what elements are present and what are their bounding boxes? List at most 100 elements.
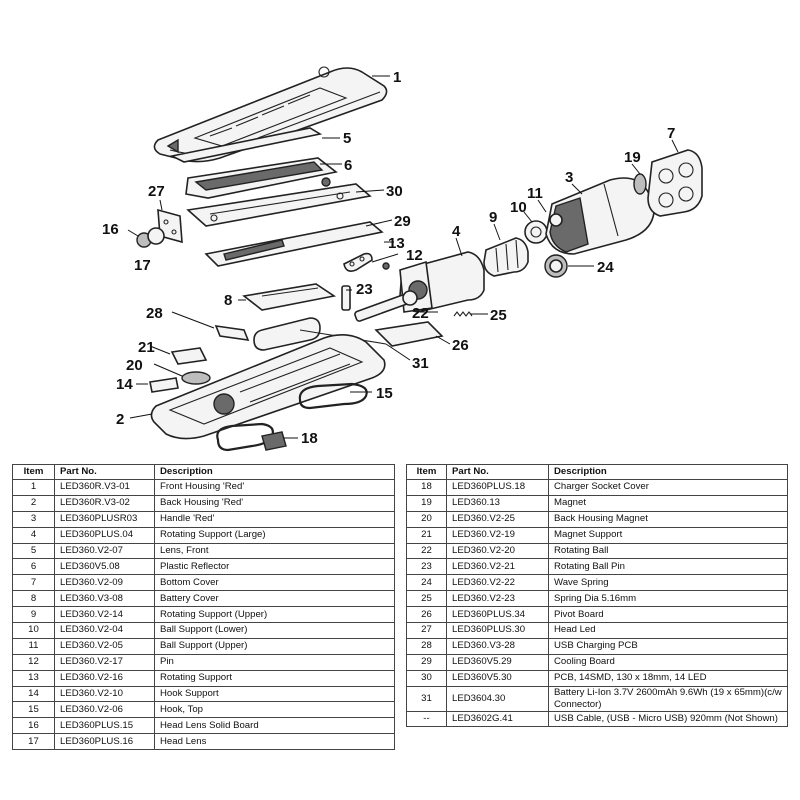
description-cell: Back Housing 'Red' (154, 494, 395, 512)
callout-23: 23 (356, 281, 373, 298)
callout-3: 3 (565, 169, 573, 186)
description-cell: Head Lens (154, 733, 395, 751)
header-description: Description (154, 464, 395, 480)
part-pcb (186, 183, 372, 227)
description-cell: Magnet Support (548, 526, 788, 544)
item-cell: 22 (406, 542, 447, 560)
description-cell: Ball Support (Upper) (154, 637, 395, 655)
part-rotating-support (343, 252, 390, 272)
item-cell: 11 (12, 637, 55, 655)
header-item: Item (12, 464, 55, 480)
description-cell: Charger Socket Cover (548, 479, 788, 496)
callout-25: 25 (490, 307, 507, 324)
part-handle (545, 177, 655, 255)
callout-10: 10 (510, 199, 527, 216)
item-cell: 2 (12, 494, 55, 512)
part-no-cell: LED360.V3-08 (54, 590, 155, 608)
callout-17: 17 (134, 257, 151, 274)
description-cell: Rotating Support (Upper) (154, 606, 395, 624)
part-no-cell: LED360V5.30 (446, 669, 549, 687)
callout-29: 29 (394, 213, 411, 230)
description-cell: Pivot Board (548, 606, 788, 624)
part-no-cell: LED360R.V3-02 (54, 494, 155, 512)
part-no-cell: LED360.V2-09 (54, 574, 155, 592)
part-no-cell: LED360.V2-25 (446, 510, 549, 528)
item-cell: 13 (12, 669, 55, 687)
callout-21: 21 (138, 339, 155, 356)
part-no-cell: LED360.V2-14 (54, 606, 155, 624)
description-cell: Bottom Cover (154, 574, 395, 592)
part-no-cell: LED3602G.41 (446, 710, 549, 728)
callout-30: 30 (386, 183, 403, 200)
callout-11: 11 (527, 185, 543, 202)
part-no-cell: LED360V5.29 (446, 653, 549, 671)
item-cell: 9 (12, 606, 55, 624)
part-hook-support (149, 377, 179, 393)
callout-4: 4 (452, 223, 461, 240)
description-cell: Wave Spring (548, 574, 788, 592)
part-no-cell: LED360.V2-22 (446, 574, 549, 592)
callout-20: 20 (126, 357, 143, 374)
description-cell: Cooling Board (548, 653, 788, 671)
callout-31: 31 (412, 355, 429, 372)
description-cell: USB Cable, (USB - Micro USB) 920mm (Not … (548, 710, 788, 728)
item-cell: 6 (12, 558, 55, 576)
header-part-no: Part No. (446, 464, 549, 480)
callout-26: 26 (452, 337, 469, 354)
part-no-cell: LED360.V2-16 (54, 669, 155, 687)
item-cell: 24 (406, 574, 447, 592)
description-cell: Magnet (548, 494, 788, 512)
item-cell: 21 (406, 526, 447, 544)
exploded-diagram: 1 2 3 4 5 6 7 8 9 10 11 12 13 14 15 16 1… (102, 66, 703, 452)
part-pivot-board (374, 321, 444, 347)
part-lens-front (169, 127, 323, 163)
part-back-housing (150, 334, 386, 440)
description-cell: Battery Cover (154, 590, 395, 608)
table-header-row: Item Part No. Description (406, 464, 788, 480)
callout-19: 19 (624, 149, 641, 166)
item-cell: 15 (12, 701, 55, 719)
part-cooling-board (204, 221, 384, 267)
callout-15: 15 (376, 385, 393, 402)
item-cell: 17 (12, 733, 55, 751)
item-cell: -- (406, 710, 447, 728)
part-no-cell: LED360.V2-23 (446, 590, 549, 608)
part-no-cell: LED360V5.08 (54, 558, 155, 576)
callout-22: 22 (412, 305, 429, 322)
part-usb-charging-pcb (214, 325, 250, 341)
part-no-cell: LED360PLUS.04 (54, 526, 155, 544)
part-no-cell: LED360PLUS.34 (446, 606, 549, 624)
part-no-cell: LED360.V2-17 (54, 653, 155, 671)
callout-28: 28 (146, 305, 163, 322)
callouts: 1 2 3 4 5 6 7 8 9 10 11 12 13 14 15 16 1… (102, 69, 675, 447)
description-cell: Rotating Ball (548, 542, 788, 560)
callout-24: 24 (597, 259, 614, 276)
description-cell: Front Housing 'Red' (154, 479, 395, 496)
description-cell: Lens, Front (154, 542, 395, 560)
leader-lines (127, 75, 679, 439)
part-no-cell: LED360.V2-10 (54, 685, 155, 703)
description-cell: Head Lens Solid Board (154, 717, 395, 735)
part-plastic-reflector (185, 157, 338, 199)
part-no-cell: LED360.V2-05 (54, 637, 155, 655)
item-cell: 10 (12, 622, 55, 639)
item-cell: 19 (406, 494, 447, 512)
part-no-cell: LED3604.30 (446, 685, 549, 712)
part-back-housing-magnet (181, 371, 211, 385)
